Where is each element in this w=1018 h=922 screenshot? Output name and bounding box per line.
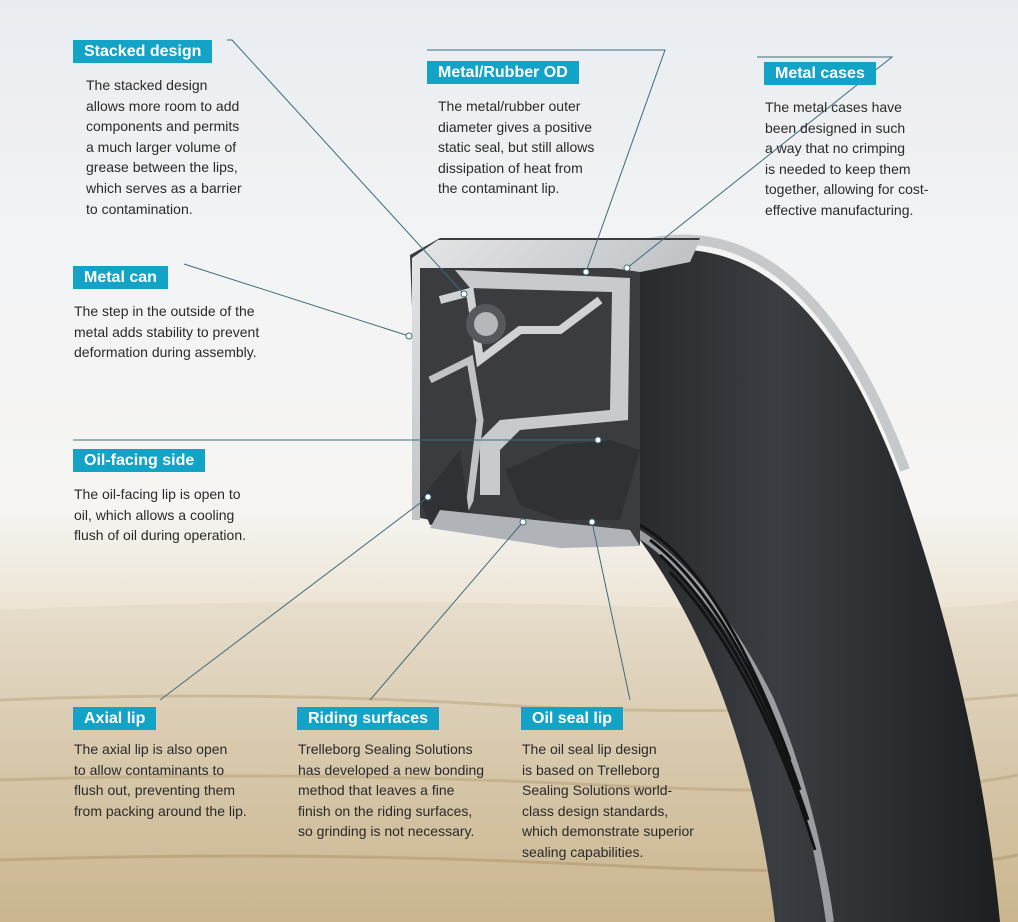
description-line: which demonstrate superior	[522, 823, 694, 840]
description-oil-facing-side: The oil-facing lip is open to oil, which…	[73, 484, 246, 546]
description-line: from packing around the lip.	[74, 802, 247, 819]
description-line: The oil-facing lip is open to	[74, 486, 241, 502]
callout-metal-rubber-od: Metal/Rubber OD The metal/rubber outer d…	[427, 61, 594, 199]
description-line: is needed to keep them	[765, 160, 911, 177]
leader-metal-rubber-od	[427, 49, 666, 273]
description-line: method that leaves a fine	[298, 782, 455, 799]
description-line: class design standards,	[522, 802, 669, 819]
label-metal-rubber-od: Metal/Rubber OD	[427, 61, 579, 84]
callout-metal-cases: Metal cases The metal cases have been de…	[764, 62, 928, 221]
label-metal-can: Metal can	[73, 266, 168, 289]
leader-metal-can	[183, 263, 410, 337]
label-axial-lip: Axial lip	[73, 707, 157, 730]
label-oil-seal-lip: Oil seal lip	[521, 707, 624, 730]
description-stacked-design: The stacked design allows more room to a…	[73, 75, 242, 219]
description-axial-lip: The axial lip is also open to allow cont…	[73, 739, 247, 821]
leader-axial-lip	[159, 496, 429, 701]
callout-oil-facing-side: Oil-facing side The oil-facing lip is op…	[73, 449, 246, 546]
description-line: flush of oil during operation.	[74, 527, 246, 544]
label-stacked-design: Stacked design	[73, 40, 213, 63]
leader-endpoints	[405, 264, 631, 526]
description-line: which serves as a barrier	[86, 179, 242, 196]
description-metal-rubber-od: The metal/rubber outer diameter gives a …	[427, 96, 594, 199]
description-line: static seal, but still allows	[438, 139, 595, 156]
description-line: effective manufacturing.	[765, 201, 914, 218]
callout-stacked-design: Stacked design The stacked design allows…	[73, 40, 242, 219]
callout-metal-can: Metal can The step in the outside of the…	[73, 266, 259, 363]
label-riding-surfaces: Riding surfaces	[297, 707, 440, 730]
leader-oil-seal-lip	[591, 521, 631, 701]
description-line: metal adds stability to prevent	[74, 323, 260, 340]
description-line: deformation during assembly.	[74, 344, 257, 361]
description-line: The step in the outside of the	[74, 303, 255, 319]
label-oil-facing-side: Oil-facing side	[73, 449, 206, 472]
callout-axial-lip: Axial lip The axial lip is also open to …	[73, 707, 247, 821]
description-line: The metal/rubber outer	[438, 98, 581, 114]
description-line: diameter gives a positive	[438, 118, 593, 135]
description-line: sealing capabilities.	[522, 843, 644, 860]
description-line: together, allowing for cost-	[765, 181, 929, 198]
callout-oil-seal-lip: Oil seal lip The oil seal lip design is …	[521, 707, 694, 863]
description-line: The metal cases have	[765, 99, 902, 115]
description-line: to allow contaminants to	[74, 761, 225, 778]
description-line: finish on the riding surfaces,	[298, 802, 473, 819]
description-riding-surfaces: Trelleborg Sealing Solutions has develop…	[297, 739, 484, 842]
description-line: The oil seal lip design	[522, 741, 657, 757]
leader-lines	[73, 39, 894, 701]
description-line: oil, which allows a cooling	[74, 506, 235, 523]
description-line: dissipation of heat from	[438, 159, 583, 176]
description-oil-seal-lip: The oil seal lip design is based on Trel…	[521, 739, 694, 863]
description-line: to contamination.	[86, 200, 193, 217]
description-metal-cases: The metal cases have been designed in su…	[764, 97, 928, 221]
description-line: grease between the lips,	[86, 159, 238, 176]
description-line: the contaminant lip.	[438, 180, 560, 197]
description-line: a much larger volume of	[86, 138, 237, 155]
description-line: flush out, preventing them	[74, 782, 236, 799]
description-line: Sealing Solutions world-	[522, 782, 673, 799]
description-line: The axial lip is also open	[74, 741, 228, 757]
description-line: components and permits	[86, 118, 240, 135]
label-metal-cases: Metal cases	[764, 62, 876, 85]
description-line: allows more room to add	[86, 97, 240, 114]
description-line: Trelleborg Sealing Solutions	[298, 741, 473, 757]
leader-stacked-design	[227, 39, 465, 295]
description-line: been designed in such	[765, 119, 906, 136]
description-line: The stacked design	[86, 77, 208, 93]
description-line: is based on Trelleborg	[522, 761, 660, 778]
description-line: a way that no crimping	[765, 140, 906, 157]
description-line: has developed a new bonding	[298, 761, 485, 778]
callout-riding-surfaces: Riding surfaces Trelleborg Sealing Solut…	[297, 707, 484, 842]
leader-metal-cases	[626, 56, 894, 269]
description-line: so grinding is not necessary.	[298, 823, 475, 840]
description-metal-can: The step in the outside of the metal add…	[73, 301, 259, 363]
leader-riding-surfaces	[369, 521, 524, 701]
